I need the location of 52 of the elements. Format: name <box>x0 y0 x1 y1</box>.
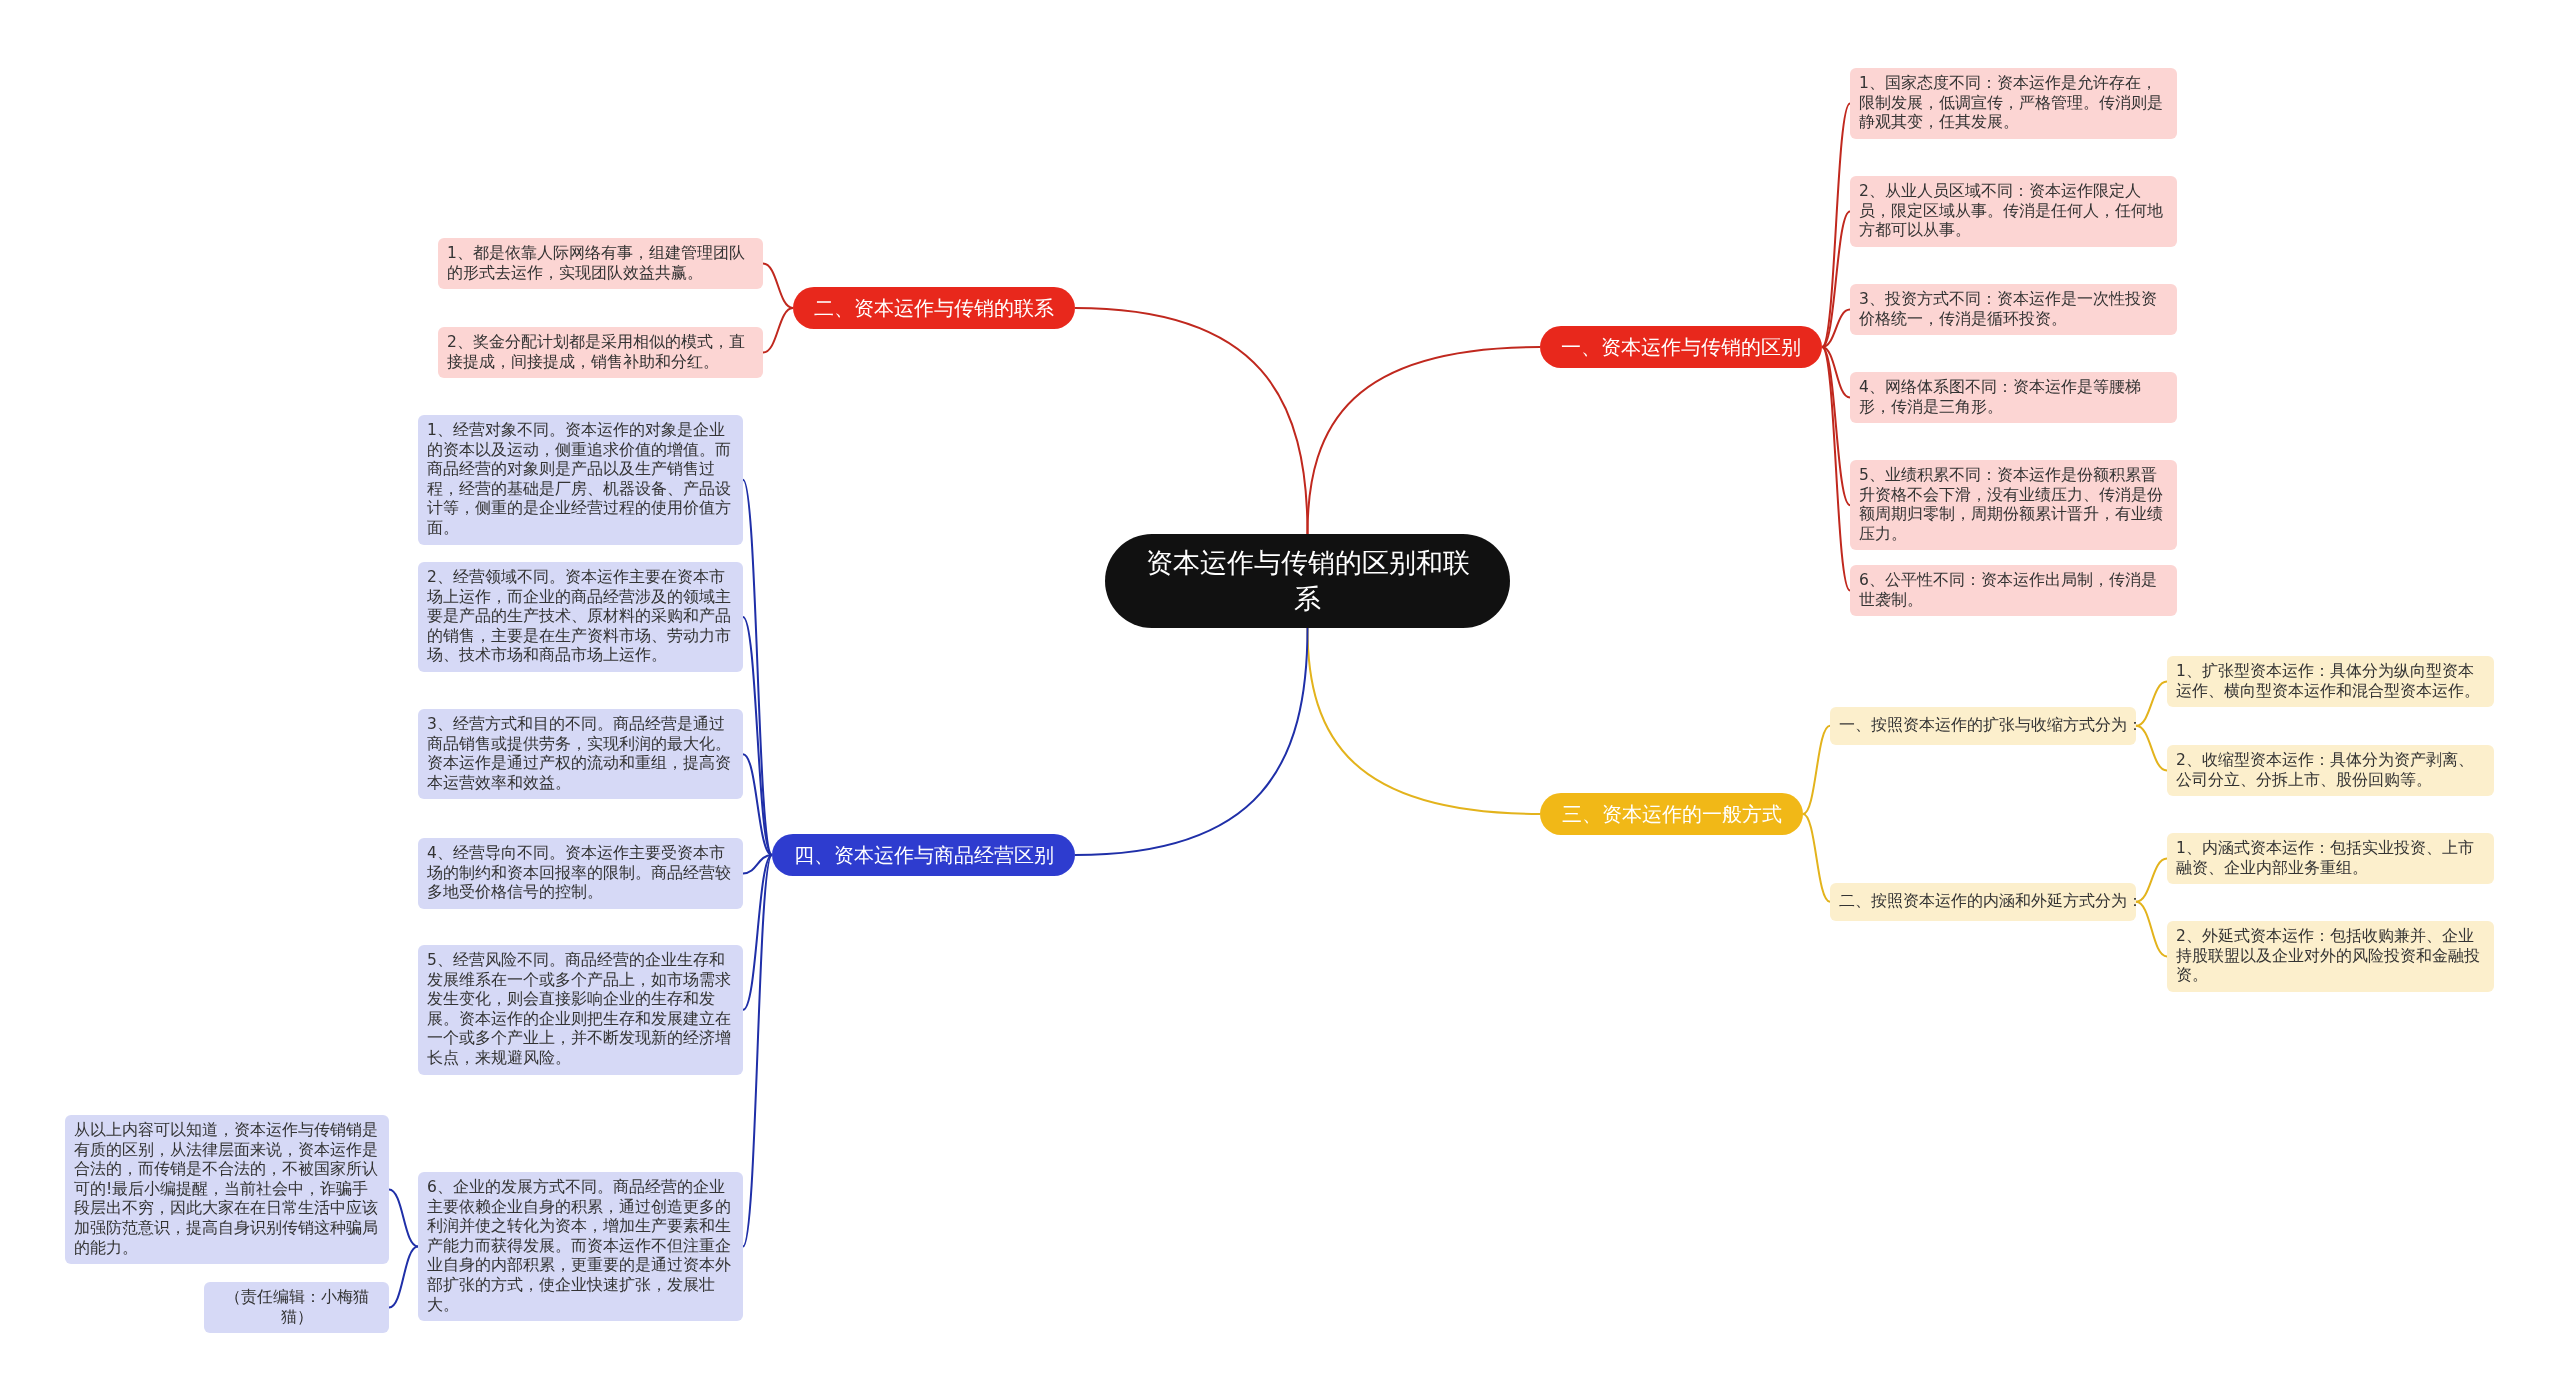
note-box: 1、都是依靠人际网络有事，组建管理团队的形式去运作，实现团队效益共赢。 <box>438 238 763 290</box>
note-box: 4、网络体系图不同：资本运作是等腰梯形，传消是三角形。 <box>1850 372 2177 424</box>
note-box: 2、奖金分配计划都是采用相似的模式，直接提成，间接提成，销售补助和分红。 <box>438 327 763 379</box>
connector-line <box>1802 813 1831 903</box>
connector-line <box>2135 857 2168 903</box>
note-box: 4、经营导向不同。资本运作主要受资本市场的制约和资本回报率的限制。商品经营较多地受价格信号的控制。 <box>418 838 743 909</box>
note-box: 3、经营方式和目的不同。商品经营是通过商品销售或提供劳务，实现利润的最大化。资本运作是通过产权的流动和重组，提高资本运营效率和效益。 <box>418 709 743 800</box>
note-box: 1、国家态度不同：资本运作是允许存在，限制发展，低调宣传，严格管理。传消则是静观其变，任其发展。 <box>1850 68 2177 139</box>
note-box: 5、业绩积累不同：资本运作是份额积累晋升资格不会下滑，没有业绩压力、传消是份额周期归零制，周期份额累计晋升，有业绩压力。 <box>1850 460 2177 551</box>
connector-line <box>1074 627 1309 856</box>
connector-line <box>1821 210 1851 348</box>
note-box: 1、扩张型资本运作：具体分为纵向型资本运作、横向型资本运作和混合型资本运作。 <box>2167 656 2494 708</box>
branch-box: 一、资本运作与传销的区别 <box>1540 326 1822 368</box>
note-box: 二、按照资本运作的内涵和外延方式分为： <box>1830 883 2136 921</box>
branch-box: 四、资本运作与商品经营区别 <box>772 834 1075 876</box>
note-box: 5、经营风险不同。商品经营的企业生存和发展维系在一个或多个产品上，如市场需求发生变化，则会直接影响企业的生存和发展。资本运作的企业则把生存和发展建立在一个或多个产业上，并不断发现新的经济增长点，来规避风险。 <box>418 945 743 1075</box>
connector-line <box>1306 346 1541 535</box>
connector-line <box>1802 724 1831 815</box>
connector-line <box>742 753 773 856</box>
connector-line <box>742 478 773 856</box>
connector-line <box>742 854 773 1011</box>
note-box: 2、收缩型资本运作：具体分为资产剥离、公司分立、分拆上市、股份回购等。 <box>2167 745 2494 797</box>
branch-box: 二、资本运作与传销的联系 <box>793 287 1075 329</box>
branch-box: 三、资本运作的一般方式 <box>1540 793 1803 835</box>
note-box: 3、投资方式不同：资本运作是一次性投资价格统一，传消是循环投资。 <box>1850 284 2177 336</box>
note-box: 1、经营对象不同。资本运作的对象是企业的资本以及运动，侧重追求价值的增值。而商品经营的对象则是产品以及生产销售过程，经营的基础是厂房、机器设备、产品设计等，侧重的是企业经营过程的使用价值方面。 <box>418 415 743 545</box>
connector-line <box>1074 307 1309 535</box>
connector-line <box>762 262 794 309</box>
note-box: 从以上内容可以知道，资本运作与传销销是有质的区别，从法律层面来说，资本运作是合法的，而传销是不合法的，不被国家所认可的!最后小编提醒，当前社会中，诈骗手段层出不穷，因此大家在在日常生活中应该加强防范意识，提高自身识别传销这种骗局的能力。 <box>65 1115 389 1265</box>
connector-line <box>742 854 773 1248</box>
connector-line <box>742 854 773 875</box>
connector-line <box>2135 900 2168 958</box>
connector-line <box>2135 680 2168 727</box>
connector-line <box>1821 102 1851 348</box>
connector-line <box>1821 346 1851 507</box>
note-box: （责任编辑：小梅猫猫） <box>204 1282 389 1334</box>
connector-line <box>1306 627 1541 815</box>
note-box: 2、经营领域不同。资本运作主要在资本市场上运作，而企业的商品经营涉及的领域主要是产品的生产技术、原材料的采购和产品的销售，主要是在生产资料市场、劳动力市场、技术市场和商品市场上运作。 <box>418 562 743 672</box>
note-box: 6、企业的发展方式不同。商品经营的企业主要依赖企业自身的积累，通过创造更多的利润并使之转化为资本，增加生产要素和生产能力而获得发展。而资本运作不但注重企业自身的内部积累，更重要的是通过资本外部扩张的方式，使企业快速扩张，发展壮大。 <box>418 1172 743 1322</box>
connector-line <box>1821 346 1851 592</box>
connector-line <box>388 1188 419 1248</box>
note-box: 2、外延式资本运作：包括收购兼并、企业持股联盟以及企业对外的风险投资和金融投资。 <box>2167 921 2494 992</box>
connector-line <box>388 1245 419 1309</box>
note-box: 一、按照资本运作的扩张与收缩方式分为： <box>1830 707 2136 745</box>
connector-line <box>1821 346 1851 399</box>
connector-line <box>1821 308 1851 348</box>
note-box: 2、从业人员区域不同：资本运作限定人员，限定区域从事。传消是任何人，任何地方都可以从事。 <box>1850 176 2177 247</box>
note-box: 6、公平性不同：资本运作出局制，传消是世袭制。 <box>1850 565 2177 617</box>
connector-line <box>762 307 794 354</box>
connector-line <box>2135 724 2168 772</box>
topic-box: 资本运作与传销的区别和联系 <box>1105 534 1510 628</box>
note-box: 1、内涵式资本运作：包括实业投资、上市融资、企业内部业务重组。 <box>2167 833 2494 885</box>
